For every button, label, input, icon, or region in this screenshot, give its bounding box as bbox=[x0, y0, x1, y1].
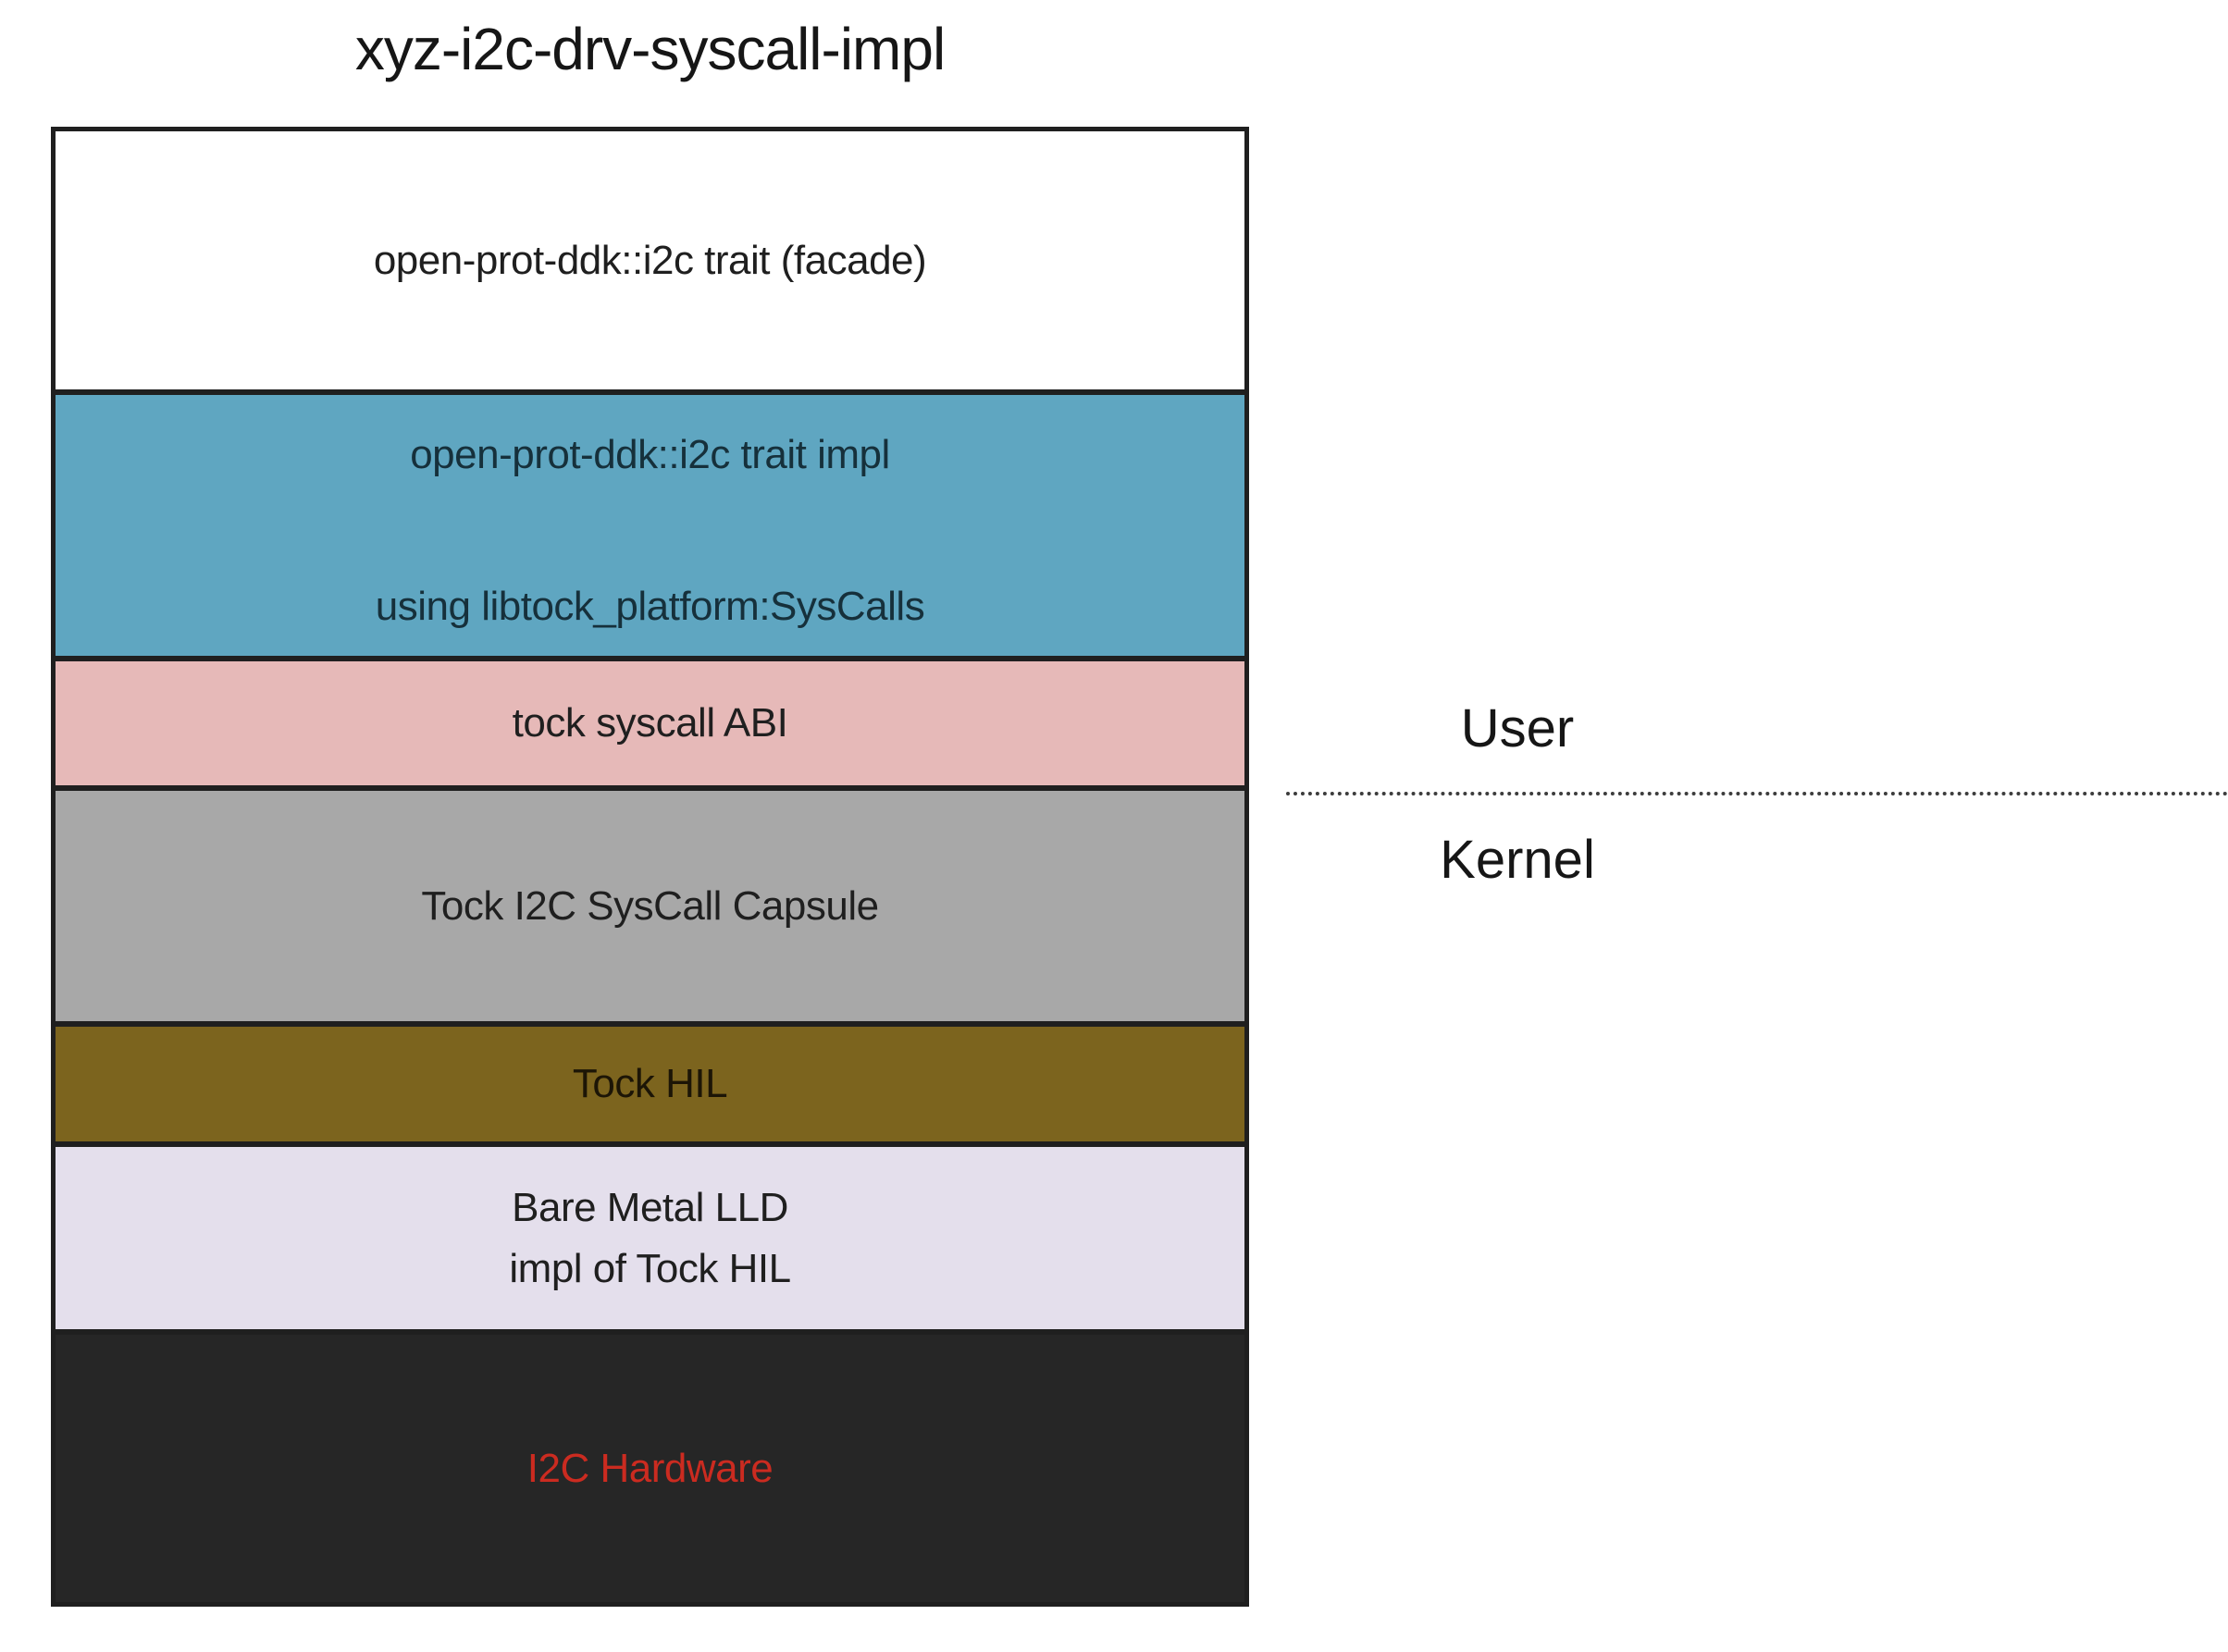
layer-tock-i2c-syscall-capsule: Tock I2C SysCall Capsule bbox=[56, 791, 1244, 1027]
layer-tock-syscall-abi: tock syscall ABI bbox=[56, 661, 1244, 791]
layer-label: open-prot-ddk::i2c trait impl bbox=[410, 432, 890, 477]
layer-bare-metal-lld: Bare Metal LLD impl of Tock HIL bbox=[56, 1147, 1244, 1335]
layer-label: Tock I2C SysCall Capsule bbox=[421, 882, 879, 929]
layer-i2c-hardware: I2C Hardware bbox=[56, 1335, 1244, 1602]
user-kernel-boundary-line bbox=[1286, 792, 2228, 795]
layer-sublabel: impl of Tock HIL bbox=[509, 1245, 791, 1291]
layer-open-prot-ddk-i2c-trait-impl: open-prot-ddk::i2c trait impl using libt… bbox=[56, 395, 1244, 661]
layer-label: Bare Metal LLD bbox=[512, 1185, 788, 1231]
user-space-label: User bbox=[1460, 698, 1575, 758]
layer-label: open-prot-ddk::i2c trait (facade) bbox=[373, 237, 927, 283]
kernel-space-label: Kernel bbox=[1440, 830, 1595, 890]
layer-sublabel: using libtock_platform:SysCalls bbox=[375, 584, 925, 629]
layer-open-prot-ddk-i2c-trait-facade: open-prot-ddk::i2c trait (facade) bbox=[56, 131, 1244, 395]
driver-stack-box: open-prot-ddk::i2c trait (facade) open-p… bbox=[51, 127, 1249, 1607]
layer-label: I2C Hardware bbox=[526, 1445, 774, 1491]
diagram-title: xyz-i2c-drv-syscall-impl bbox=[354, 16, 946, 82]
layer-label: Tock HIL bbox=[572, 1061, 728, 1106]
layer-label: tock syscall ABI bbox=[512, 700, 788, 746]
layer-tock-hil: Tock HIL bbox=[56, 1027, 1244, 1147]
